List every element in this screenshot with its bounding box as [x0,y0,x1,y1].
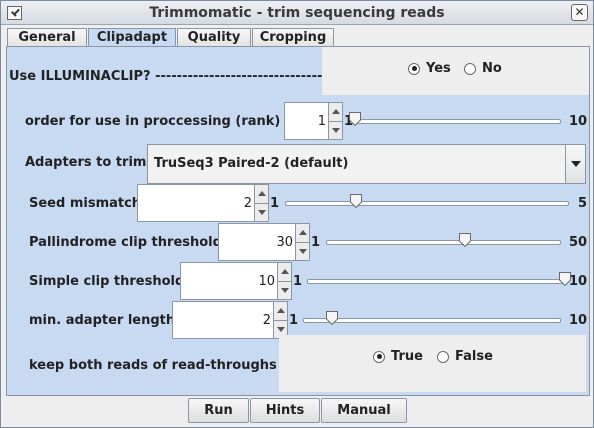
seed-mismatch-spinner[interactable]: 2 [137,184,269,222]
palindrome-increment-icon[interactable] [296,224,309,242]
rank-slider-min: 1 [344,114,354,129]
seed-mismatch-slider-track[interactable] [285,201,569,206]
manual-button[interactable]: Manual [321,398,407,423]
adapters-label: Adapters to trim [25,155,147,170]
palindrome-slider-min: 1 [311,235,321,250]
rank-slider-max: 10 [569,114,588,129]
min-adapter-slider-min: 1 [289,313,299,328]
min-adapter-value: 2 [262,313,271,328]
keep-both-true-radio[interactable]: True [373,349,423,364]
rank-spinner[interactable]: 1 [284,102,343,140]
keep-both-false-label: False [455,349,493,364]
palindrome-value: 30 [276,235,293,250]
seed-mismatch-increment-icon[interactable] [255,185,268,203]
chevron-down-icon[interactable] [565,145,585,183]
simple-clip-decrement-icon[interactable] [278,281,291,299]
palindrome-decrement-icon[interactable] [296,242,309,260]
min-adapter-increment-icon[interactable] [274,302,287,320]
rank-decrement-icon[interactable] [329,121,342,139]
simple-clip-value: 10 [258,274,275,289]
tab-quality[interactable]: Quality [177,28,251,47]
min-adapter-slider-track[interactable] [303,318,561,323]
min-adapter-slider-thumb[interactable] [325,311,338,325]
seed-mismatch-value: 2 [243,196,252,211]
simple-clip-slider-thumb[interactable] [559,272,571,286]
palindrome-slider-track[interactable] [326,240,561,245]
seed-mismatch-slider-min: 1 [270,196,280,211]
simple-clip-label: Simple clip threshold [29,274,185,289]
illuminaclip-label: Use ILLUMINACLIP? ----------------------… [9,69,377,84]
rank-label: order for use in proccessing (rank) [25,114,281,129]
hints-button[interactable]: Hints [250,398,320,423]
palindrome-spinner[interactable]: 30 [218,223,310,261]
palindrome-slider-thumb[interactable] [459,233,472,247]
tab-general[interactable]: General [7,28,87,47]
simple-clip-increment-icon[interactable] [278,263,291,281]
rank-value: 1 [317,114,326,129]
seed-mismatch-decrement-icon[interactable] [255,203,268,221]
simple-clip-slider-max: 10 [569,274,588,289]
seed-mismatch-slider-max: 5 [578,196,588,211]
rank-slider-thumb[interactable] [349,112,361,126]
keep-both-true-label: True [391,349,423,364]
illuminaclip-yes-label: Yes [426,61,451,76]
window-menu-icon[interactable] [7,6,22,20]
min-adapter-label: min. adapter length [29,313,176,328]
min-adapter-slider-max: 10 [569,313,588,328]
illuminaclip-no-label: No [482,61,502,76]
illuminaclip-yes-radio[interactable]: Yes [408,61,451,76]
title-bar[interactable]: Trimmomatic - trim sequencing reads ✕ [1,1,593,25]
seed-mismatch-slider-thumb[interactable] [350,194,362,208]
radio-selected-icon [373,350,385,363]
radio-unselected-icon [437,350,449,363]
window-title: Trimmomatic - trim sequencing reads [149,5,445,21]
seed-mismatch-label: Seed mismatch [29,196,142,211]
keep-both-false-radio[interactable]: False [437,349,493,364]
adapters-selected-value: TruSeq3 Paired-2 (default) [154,156,349,171]
simple-clip-spinner[interactable]: 10 [180,262,292,300]
rank-increment-icon[interactable] [329,103,342,121]
keep-both-label: keep both reads of read-throughs [29,358,277,373]
tab-cropping[interactable]: Cropping [252,28,334,47]
illuminaclip-radio-group: Yes No [322,47,589,95]
run-button[interactable]: Run [188,398,249,423]
keep-both-radio-group: True False [279,335,586,392]
palindrome-slider-max: 50 [569,235,588,250]
min-adapter-decrement-icon[interactable] [274,320,287,338]
rank-slider-track[interactable] [355,119,561,124]
radio-unselected-icon [464,62,476,75]
simple-clip-slider-min: 1 [293,274,303,289]
close-icon[interactable]: ✕ [571,4,588,21]
clipadapt-panel: Use ILLUMINACLIP? ----------------------… [6,46,590,396]
illuminaclip-no-radio[interactable]: No [464,61,502,76]
tab-clipadapt[interactable]: Clipadapt [88,28,176,48]
min-adapter-spinner[interactable]: 2 [172,301,288,339]
adapters-dropdown[interactable]: TruSeq3 Paired-2 (default) [147,144,586,184]
radio-selected-icon [408,62,420,75]
button-bar: Run Hints Manual [1,398,594,424]
simple-clip-slider-track[interactable] [307,279,565,284]
palindrome-label: Pallindrome clip threshold [29,235,222,250]
